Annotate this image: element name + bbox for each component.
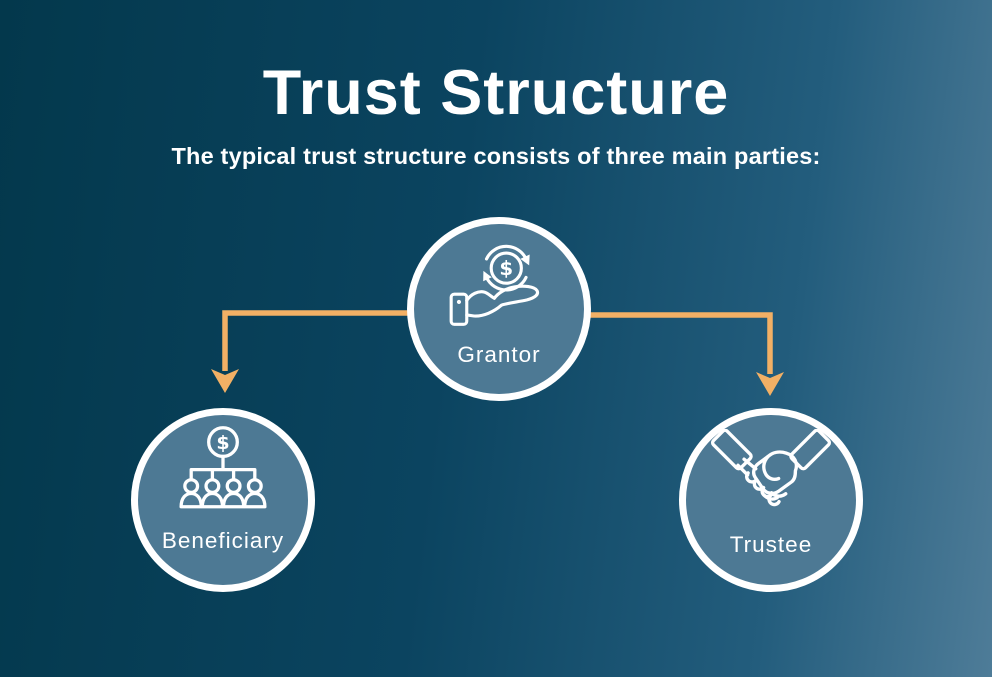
node-label-trustee: Trustee: [729, 532, 813, 557]
cuff-button: [456, 299, 462, 305]
arrow-down-icon: [211, 369, 239, 393]
page-title: Trust Structure: [262, 58, 730, 128]
node-label-grantor: Grantor: [457, 342, 541, 367]
dollar-symbol: $: [499, 257, 513, 280]
node-trustee: Trustee: [679, 408, 863, 592]
cycle-arrowhead: [483, 270, 492, 282]
arrow-down-icon: [756, 372, 784, 396]
node-beneficiary: $ Beneficiary: [131, 408, 315, 592]
node-grantor: $ Grantor: [407, 217, 591, 401]
node-label-beneficiary: Beneficiary: [161, 528, 285, 553]
dollar-distribution-group-icon: $: [179, 426, 267, 509]
cycle-arrowhead: [520, 254, 530, 266]
page-subtitle: The typical trust structure consists of …: [171, 143, 821, 169]
dollar-symbol: $: [216, 432, 229, 454]
handshake-icon: [710, 429, 832, 507]
hand-holding-dollar-icon: $: [449, 244, 540, 326]
